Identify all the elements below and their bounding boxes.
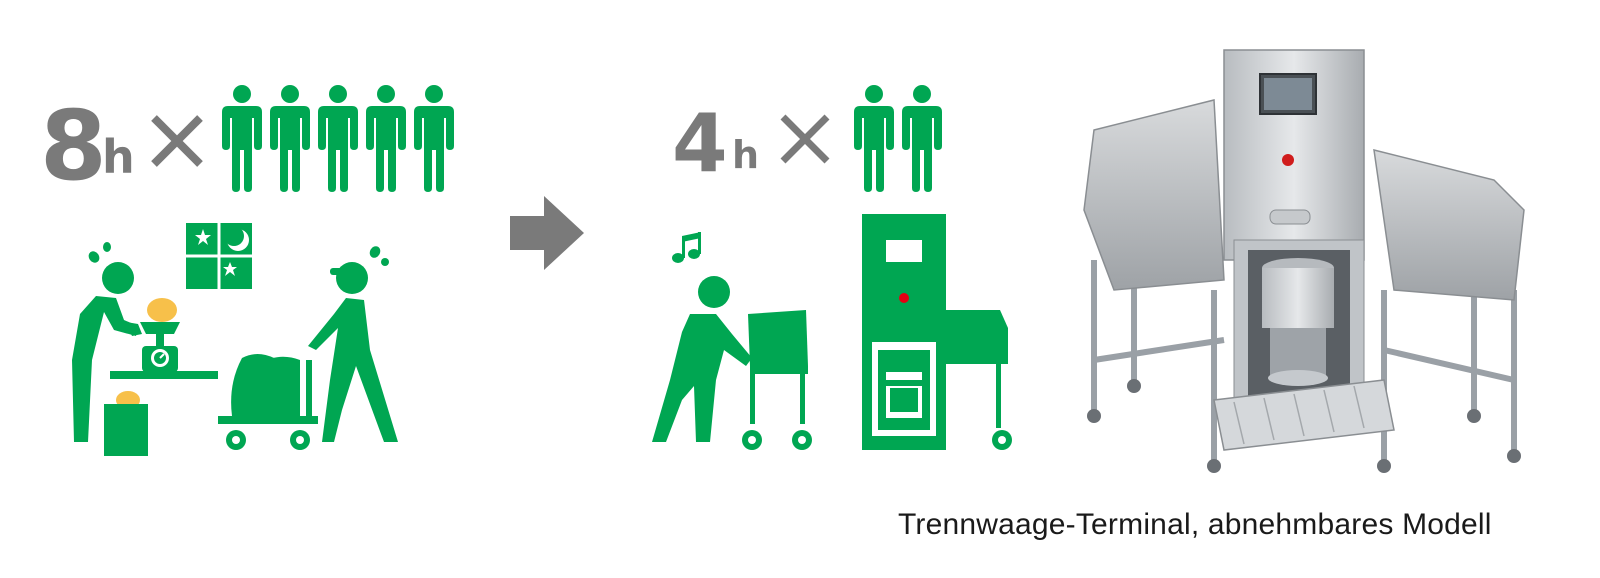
manual-weighing-illustration	[72, 223, 398, 456]
person-icon	[222, 85, 262, 192]
before-hours-value: 8	[40, 90, 107, 202]
after-hours-value: 4	[672, 97, 728, 190]
automated-terminal-illustration	[652, 214, 1012, 450]
multiply-icon	[780, 114, 830, 164]
person-icon	[902, 85, 942, 192]
before-hours-unit: h	[102, 130, 135, 184]
worker-right-figure	[308, 246, 398, 442]
hopper-cart	[742, 310, 812, 450]
weighing-terminal-icon	[862, 214, 1012, 450]
music-note-icon	[672, 232, 701, 263]
person-icon	[366, 85, 406, 192]
person-icon	[854, 85, 894, 192]
before-operator-group	[222, 85, 454, 192]
after-operator-group	[854, 85, 942, 192]
arrow-right-icon	[510, 196, 584, 270]
after-hours-unit: h	[732, 133, 760, 177]
worker-left-figure	[72, 242, 142, 442]
food-portion-on-scale	[147, 298, 177, 322]
multiply-icon	[151, 115, 203, 167]
collection-bin	[104, 404, 148, 456]
person-icon	[414, 85, 454, 192]
product-caption: Trennwaage-Terminal, abnehmbares Modell	[898, 508, 1492, 541]
person-icon	[318, 85, 358, 192]
night-window-icon	[186, 223, 252, 289]
emergency-stop-icon	[899, 293, 909, 303]
separation-scale-terminal-photo	[1083, 49, 1525, 473]
worker-figure	[652, 276, 752, 442]
scale-table	[110, 322, 218, 379]
person-icon	[270, 85, 310, 192]
cart-with-bags	[218, 354, 318, 450]
